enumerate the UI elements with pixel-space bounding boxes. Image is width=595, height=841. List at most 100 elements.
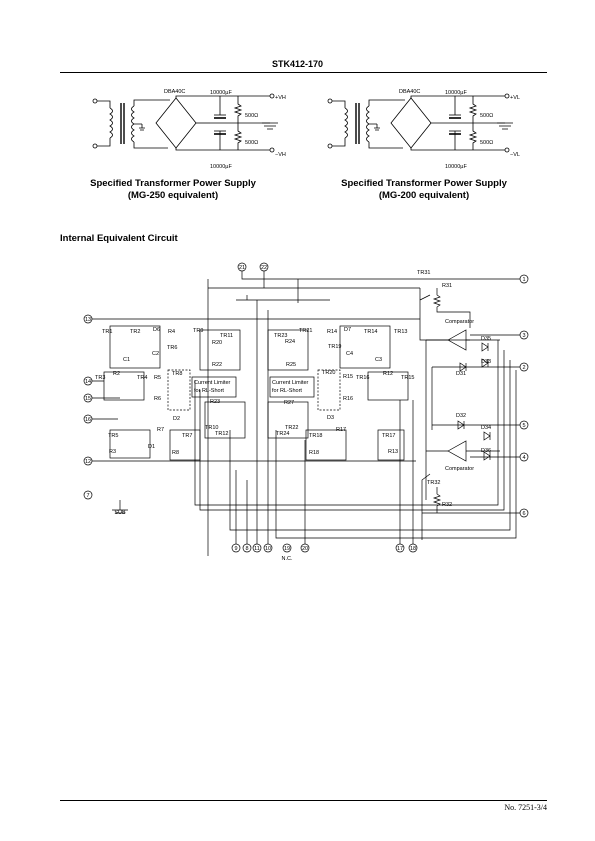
pin-5: 5 <box>522 423 525 429</box>
psu-left-caption: Specified Transformer Power Supply (MG-2… <box>60 178 286 202</box>
label-r22: R22 <box>212 362 222 368</box>
label-r13: R13 <box>388 449 398 455</box>
pin-4: 4 <box>522 455 525 461</box>
label-d32: D32 <box>456 413 466 419</box>
label-r14: R14 <box>327 329 337 335</box>
pin-9: 9 <box>234 546 237 552</box>
pin-16: 16 <box>85 417 91 423</box>
psu-right-caption: Specified Transformer Power Supply (MG-2… <box>311 178 537 202</box>
label-c4: C4 <box>346 351 353 357</box>
res-label-left-top: 500Ω <box>245 113 258 119</box>
label-d2: D2 <box>173 416 180 422</box>
bridge-label-right: DBA40C <box>399 89 420 95</box>
pin-10: 10 <box>265 546 271 552</box>
label-tr22: TR22 <box>285 425 298 431</box>
label-c1: C1 <box>123 357 130 363</box>
label-r23: R23 <box>210 399 220 405</box>
section-title: Internal Equivalent Circuit <box>60 233 178 244</box>
pin-3: 3 <box>522 333 525 339</box>
page-title: STK412-170 <box>271 59 324 69</box>
label-r17: R17 <box>336 427 346 433</box>
header-rule <box>60 72 547 73</box>
nc-label: N.C. <box>282 556 293 562</box>
pin-8: 8 <box>245 546 248 552</box>
label-r27: R27 <box>284 400 294 406</box>
limiter-left-line1: Current Limiter <box>194 380 231 386</box>
label-r7: R7 <box>157 427 164 433</box>
vh-neg-label: −VH <box>275 152 286 158</box>
label-d34: D34 <box>481 425 491 431</box>
pin-14: 14 <box>85 379 91 385</box>
pin-19: 19 <box>284 546 290 552</box>
label-r12: R12 <box>383 371 393 377</box>
label-r4: R4 <box>168 329 175 335</box>
cap-label-right-bottom: 10000µF <box>445 164 467 170</box>
label-r20: R20 <box>212 340 222 346</box>
pin-6: 6 <box>522 511 525 517</box>
label-tr3: TR3 <box>95 375 105 381</box>
label-r15: R15 <box>343 374 353 380</box>
label-r32: R32 <box>442 502 452 508</box>
label-d36: D36 <box>481 448 491 454</box>
label-tr9: TR9 <box>193 328 203 334</box>
label-r18: R18 <box>309 450 319 456</box>
vl-neg-label: −VL <box>510 152 520 158</box>
psu-left-caption-line1: Specified Transformer Power Supply <box>90 178 256 189</box>
pin-18: 18 <box>410 546 416 552</box>
label-tr11: TR11 <box>220 333 233 339</box>
res-label-right-bottom: 500Ω <box>480 140 493 146</box>
label-d3: D3 <box>327 415 334 421</box>
psu-right-caption-line1: Specified Transformer Power Supply <box>341 178 507 189</box>
label-c2: C2 <box>152 351 159 357</box>
cap-label-left-bottom: 10000µF <box>210 164 232 170</box>
label-tr19: TR19 <box>328 344 341 350</box>
cap-label-left-top: 10000µF <box>210 90 232 96</box>
label-d33: D33 <box>481 359 491 365</box>
psu-right-caption-line2: (MG-200 equivalent) <box>378 190 470 201</box>
pin-20: 20 <box>302 546 308 552</box>
document-number: No. 7251-3/4 <box>504 803 547 812</box>
psu-left-caption-line2: (MG-250 equivalent) <box>127 190 219 201</box>
pin-17: 17 <box>397 546 403 552</box>
label-r25: R25 <box>286 362 296 368</box>
pin-15: 15 <box>85 396 91 402</box>
label-r5: R5 <box>154 375 161 381</box>
label-r2: R2 <box>113 371 120 377</box>
vh-pos-label: +VH <box>275 95 286 101</box>
label-tr13: TR13 <box>394 329 407 335</box>
label-d7: D7 <box>344 327 351 333</box>
res-label-right-top: 500Ω <box>480 113 493 119</box>
pin-7: 7 <box>86 493 89 499</box>
limiter-right-line1: Current Limiter <box>272 380 309 386</box>
label-d6: D6 <box>153 327 160 333</box>
label-tr6: TR6 <box>167 345 177 351</box>
label-tr12: TR12 <box>215 431 228 437</box>
label-r31: R31 <box>442 283 452 289</box>
label-r8: R8 <box>172 450 179 456</box>
pin-12: 12 <box>85 459 91 465</box>
label-tr32: TR32 <box>427 480 440 486</box>
label-r24: R24 <box>285 339 295 345</box>
res-label-left-bottom: 500Ω <box>245 140 258 146</box>
pin-1: 1 <box>522 277 525 283</box>
label-tr14: TR14 <box>364 329 377 335</box>
pin-21: 21 <box>239 265 245 271</box>
limiter-left-line2: for RL-Short <box>194 388 224 394</box>
label-r16: R16 <box>343 396 353 402</box>
label-c3: C3 <box>375 357 382 363</box>
label-r3: R3 <box>109 449 116 455</box>
label-tr1: TR1 <box>102 329 112 335</box>
label-tr23: TR23 <box>274 333 287 339</box>
bridge-label-left: DBA40C <box>164 89 185 95</box>
vl-pos-label: +VL <box>510 95 520 101</box>
label-tr8: TR8 <box>172 371 182 377</box>
label-tr16: TR16 <box>356 375 369 381</box>
label-tr15: TR15 <box>401 375 414 381</box>
limiter-right-line2: for RL-Short <box>272 388 302 394</box>
label-tr31: TR31 <box>417 270 430 276</box>
comparator-top-label: Comparator <box>445 319 474 325</box>
label-tr24: TR24 <box>276 431 289 437</box>
sub-label: SUB <box>114 510 126 516</box>
label-tr4: TR4 <box>137 375 147 381</box>
